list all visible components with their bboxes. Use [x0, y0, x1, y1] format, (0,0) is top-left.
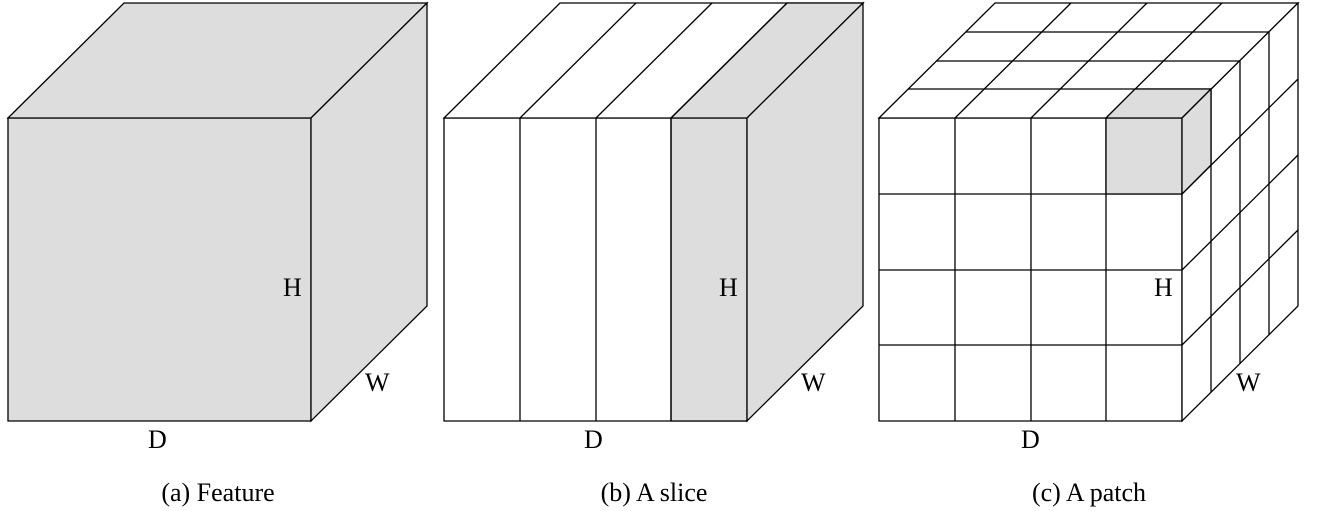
- feature-front-face: [7, 117, 312, 422]
- patch-depth-label: D: [1021, 425, 1040, 454]
- panel-patch: H W D (c) A patch: [877, 1, 1300, 507]
- panel-feature: H W D (a) Feature: [6, 1, 429, 507]
- slice-divider-top: [519, 2, 637, 119]
- slice-width-label: W: [801, 368, 826, 397]
- patch-grid-line: [1181, 229, 1299, 346]
- patch-highlight-front: [1105, 117, 1183, 195]
- slice-highlight-front: [670, 117, 748, 422]
- feature-height-label: H: [283, 273, 302, 302]
- feature-caption: (a) Feature: [161, 478, 274, 507]
- patch-highlight-side: [1181, 87, 1212, 196]
- panel-slice: H W D (b) A slice: [442, 1, 865, 507]
- patch-height-label: H: [1154, 273, 1173, 302]
- patch-grid-line: [1181, 154, 1299, 271]
- slice-divider-top: [670, 2, 788, 119]
- slice-caption: (b) A slice: [601, 478, 708, 507]
- feature-side-face: [310, 1, 428, 423]
- slice-depth-label: D: [584, 425, 603, 454]
- patch-caption: (c) A patch: [1032, 478, 1146, 507]
- feature-depth-label: D: [148, 425, 167, 454]
- slice-divider-top: [595, 2, 713, 119]
- feature-width-label: W: [365, 368, 390, 397]
- slice-height-label: H: [719, 273, 738, 302]
- slice-side-face: [746, 1, 864, 423]
- patch-width-label: W: [1236, 368, 1261, 397]
